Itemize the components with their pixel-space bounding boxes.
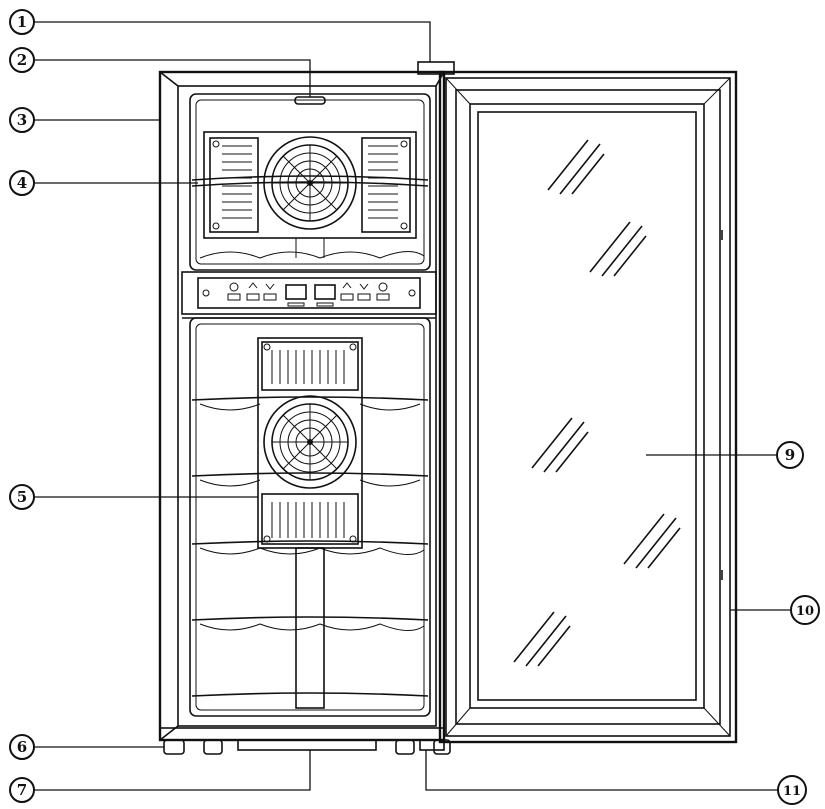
callout-label-5: 5 (17, 488, 27, 506)
callout-7: 7 (9, 777, 35, 803)
lower-zone (182, 317, 436, 717)
upper-fan-unit (203, 131, 417, 258)
callout-4: 4 (9, 170, 35, 196)
callout-10: 10 (790, 595, 820, 625)
callout-label-11: 11 (783, 784, 801, 799)
callout-3: 3 (9, 107, 35, 133)
callout-label-10: 10 (796, 604, 814, 619)
callout-label-9: 9 (785, 446, 795, 464)
callout-6: 6 (9, 734, 35, 760)
upper-shelf (191, 175, 429, 259)
callout-5: 5 (9, 484, 35, 510)
bottom-hinge (419, 739, 445, 751)
callout-label-1: 1 (17, 13, 27, 31)
lower-fan-unit (257, 337, 363, 709)
cabinet (158, 70, 446, 742)
callout-label-2: 2 (17, 51, 27, 69)
lower-shelves (191, 396, 429, 697)
callout-label-4: 4 (17, 174, 27, 192)
callout-9: 9 (776, 441, 804, 469)
leader-lines (34, 21, 790, 791)
base (159, 727, 451, 755)
control-panel (181, 271, 437, 315)
callout-1: 1 (9, 9, 35, 35)
callout-label-6: 6 (17, 738, 27, 756)
callout-11: 11 (777, 775, 807, 805)
callout-2: 2 (9, 47, 35, 73)
callout-label-7: 7 (17, 781, 27, 799)
glass-door (438, 70, 738, 744)
top-hinge (417, 61, 455, 75)
callout-label-3: 3 (17, 111, 27, 129)
